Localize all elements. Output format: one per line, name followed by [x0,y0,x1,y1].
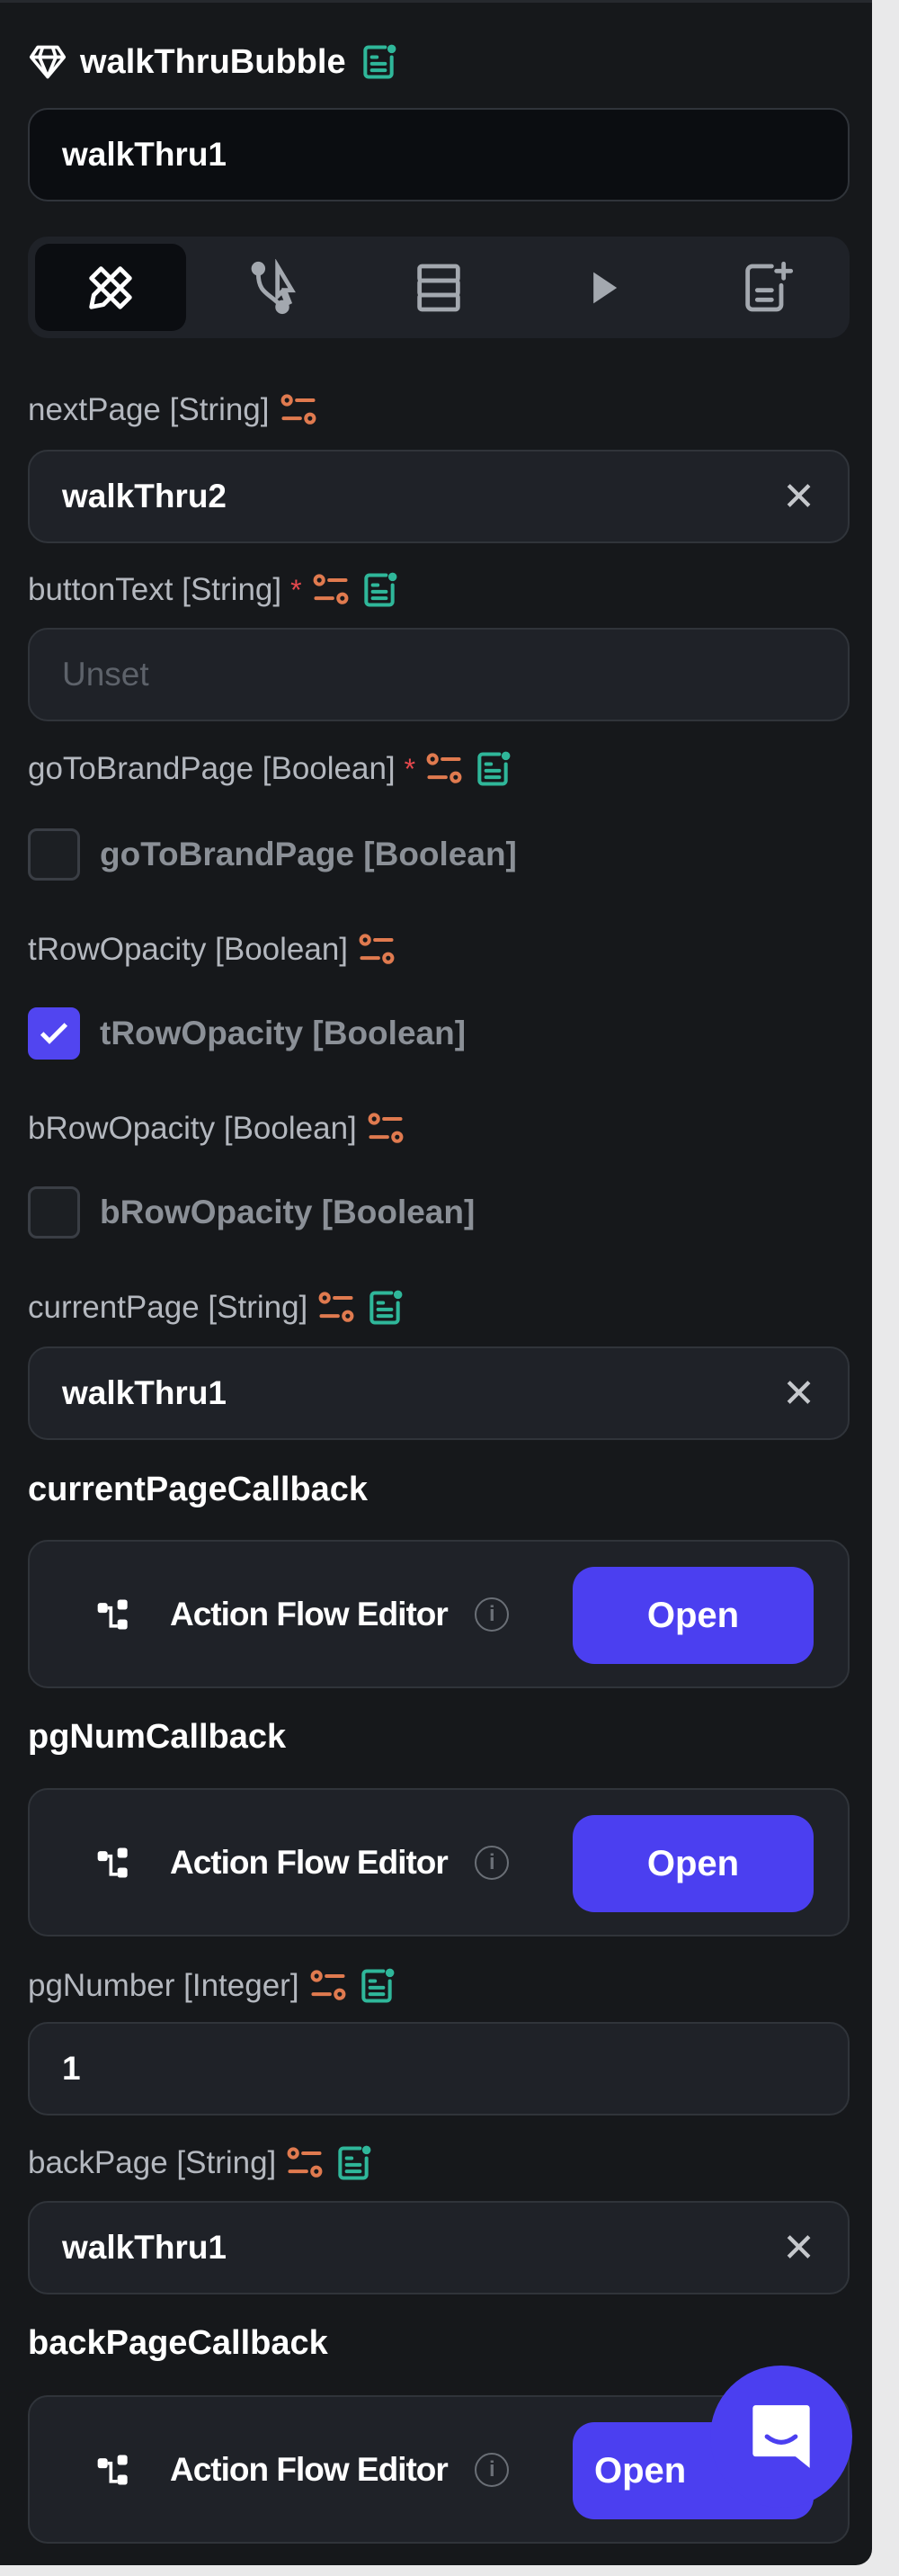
browopacity-checkbox-row[interactable]: bRowOpacity [Boolean] [28,1185,475,1239]
widget-name-input[interactable]: walkThru1 [28,108,850,201]
browopacity-label-row: bRowOpacity [Boolean] [28,1107,405,1150]
backpagecallback-title: backPageCallback [28,2324,328,2362]
doc-icon[interactable] [360,570,399,610]
trowopacity-label-row: tRowOpacity [Boolean] [28,928,396,971]
buttontext-label: buttonText [String] [28,572,282,607]
chat-icon [752,2405,810,2468]
info-icon[interactable]: i [474,2452,509,2487]
action-flow-icon [94,1595,134,1634]
currentpage-label: currentPage [String] [28,1290,308,1325]
pgnumber-label: pgNumber [Integer] [28,1968,299,2003]
browopacity-label: bRowOpacity [Boolean] [28,1111,357,1146]
component-header: walkThruBubble [28,39,398,85]
tab-properties[interactable] [35,244,186,331]
gotobrandpage-checkbox-label: goToBrandPage [Boolean] [100,836,517,872]
currentpage-input[interactable]: walkThru1 ✕ [28,1346,850,1440]
currentpage-label-row: currentPage [String] [28,1286,405,1329]
pgnumber-label-row: pgNumber [Integer] [28,1964,396,2008]
buttontext-placeholder: Unset [62,656,149,693]
parameter-icon[interactable] [357,930,396,970]
doc-icon[interactable] [473,749,512,789]
ruler-pencil-icon [89,265,132,309]
properties-panel: walkThruBubble walkThru1 nextPage [Strin… [0,0,872,2565]
nextpage-value: walkThru2 [62,478,227,514]
chat-support-button[interactable] [710,2366,852,2508]
pgnumcallback-title: pgNumCallback [28,1718,287,1756]
tab-actions[interactable] [200,244,351,331]
backpage-label: backPage [String] [28,2145,277,2180]
doc-icon[interactable] [365,1288,405,1328]
nextpage-label-row: nextPage [String] [28,389,318,432]
gotobrandpage-label-row: goToBrandPage [Boolean] * [28,747,512,791]
tab-add-doc[interactable] [691,244,842,331]
parameter-icon[interactable] [366,1109,405,1149]
required-marker: * [290,573,302,606]
currentpage-value: walkThru1 [62,1374,227,1411]
tab-animations[interactable] [528,244,679,331]
doc-icon[interactable] [334,2143,373,2183]
checkmark-icon [40,1023,68,1044]
required-marker: * [404,752,416,785]
pgnumber-input[interactable]: 1 [28,2022,850,2115]
open-action-flow-button[interactable]: Open [573,1567,814,1664]
gotobrandpage-checkbox-row[interactable]: goToBrandPage [Boolean] [28,827,517,881]
gotobrandpage-label: goToBrandPage [Boolean] [28,751,396,786]
play-icon [592,272,617,303]
backpage-value: walkThru1 [62,2229,227,2266]
component-title: walkThruBubble [80,42,346,81]
parameter-icon[interactable] [308,1966,348,2006]
action-flow-icon [94,2450,134,2490]
clear-icon[interactable]: ✕ [782,2225,815,2270]
interaction-icon [251,258,296,314]
buttontext-label-row: buttonText [String] * [28,568,399,612]
open-action-flow-button[interactable]: Open [573,1815,814,1912]
diamond-icon [29,45,67,79]
currentpagecallback-card: Action Flow Editor i Open [28,1540,850,1688]
backpage-input[interactable]: walkThru1 ✕ [28,2201,850,2294]
parameter-icon[interactable] [311,570,351,610]
gotobrandpage-checkbox[interactable] [28,828,80,881]
trowopacity-label: tRowOpacity [Boolean] [28,932,349,967]
doc-icon[interactable] [357,1966,396,2006]
database-icon [417,264,460,311]
parameter-icon[interactable] [279,390,318,430]
pgnumcallback-card: Action Flow Editor i Open [28,1788,850,1936]
parameter-icon[interactable] [316,1288,356,1328]
action-flow-icon [94,1843,134,1883]
parameter-icon[interactable] [285,2143,325,2183]
property-tabs [28,237,850,338]
trowopacity-checkbox-row[interactable]: tRowOpacity [Boolean] [28,1006,466,1060]
nextpage-input[interactable]: walkThru2 ✕ [28,450,850,543]
currentpagecallback-title: currentPageCallback [28,1471,369,1508]
pgnumber-value: 1 [62,2050,81,2087]
widget-name-value: walkThru1 [62,136,227,173]
tab-backend-query[interactable] [363,244,514,331]
info-icon[interactable]: i [474,1597,509,1632]
doc-icon[interactable] [359,42,398,82]
clear-icon[interactable]: ✕ [782,474,815,519]
action-flow-editor-label: Action Flow Editor [170,1843,449,1881]
browopacity-checkbox[interactable] [28,1186,80,1239]
nextpage-label: nextPage [String] [28,392,270,427]
add-doc-icon [745,261,794,311]
clear-icon[interactable]: ✕ [782,1371,815,1416]
browopacity-checkbox-label: bRowOpacity [Boolean] [100,1194,476,1230]
info-icon[interactable]: i [474,1845,509,1880]
buttontext-input[interactable]: Unset [28,628,850,721]
trowopacity-checkbox[interactable] [28,1007,80,1060]
action-flow-editor-label: Action Flow Editor [170,2450,449,2488]
parameter-icon[interactable] [424,749,464,789]
backpage-label-row: backPage [String] [28,2142,373,2185]
action-flow-editor-label: Action Flow Editor [170,1595,449,1632]
trowopacity-checkbox-label: tRowOpacity [Boolean] [100,1015,467,1051]
